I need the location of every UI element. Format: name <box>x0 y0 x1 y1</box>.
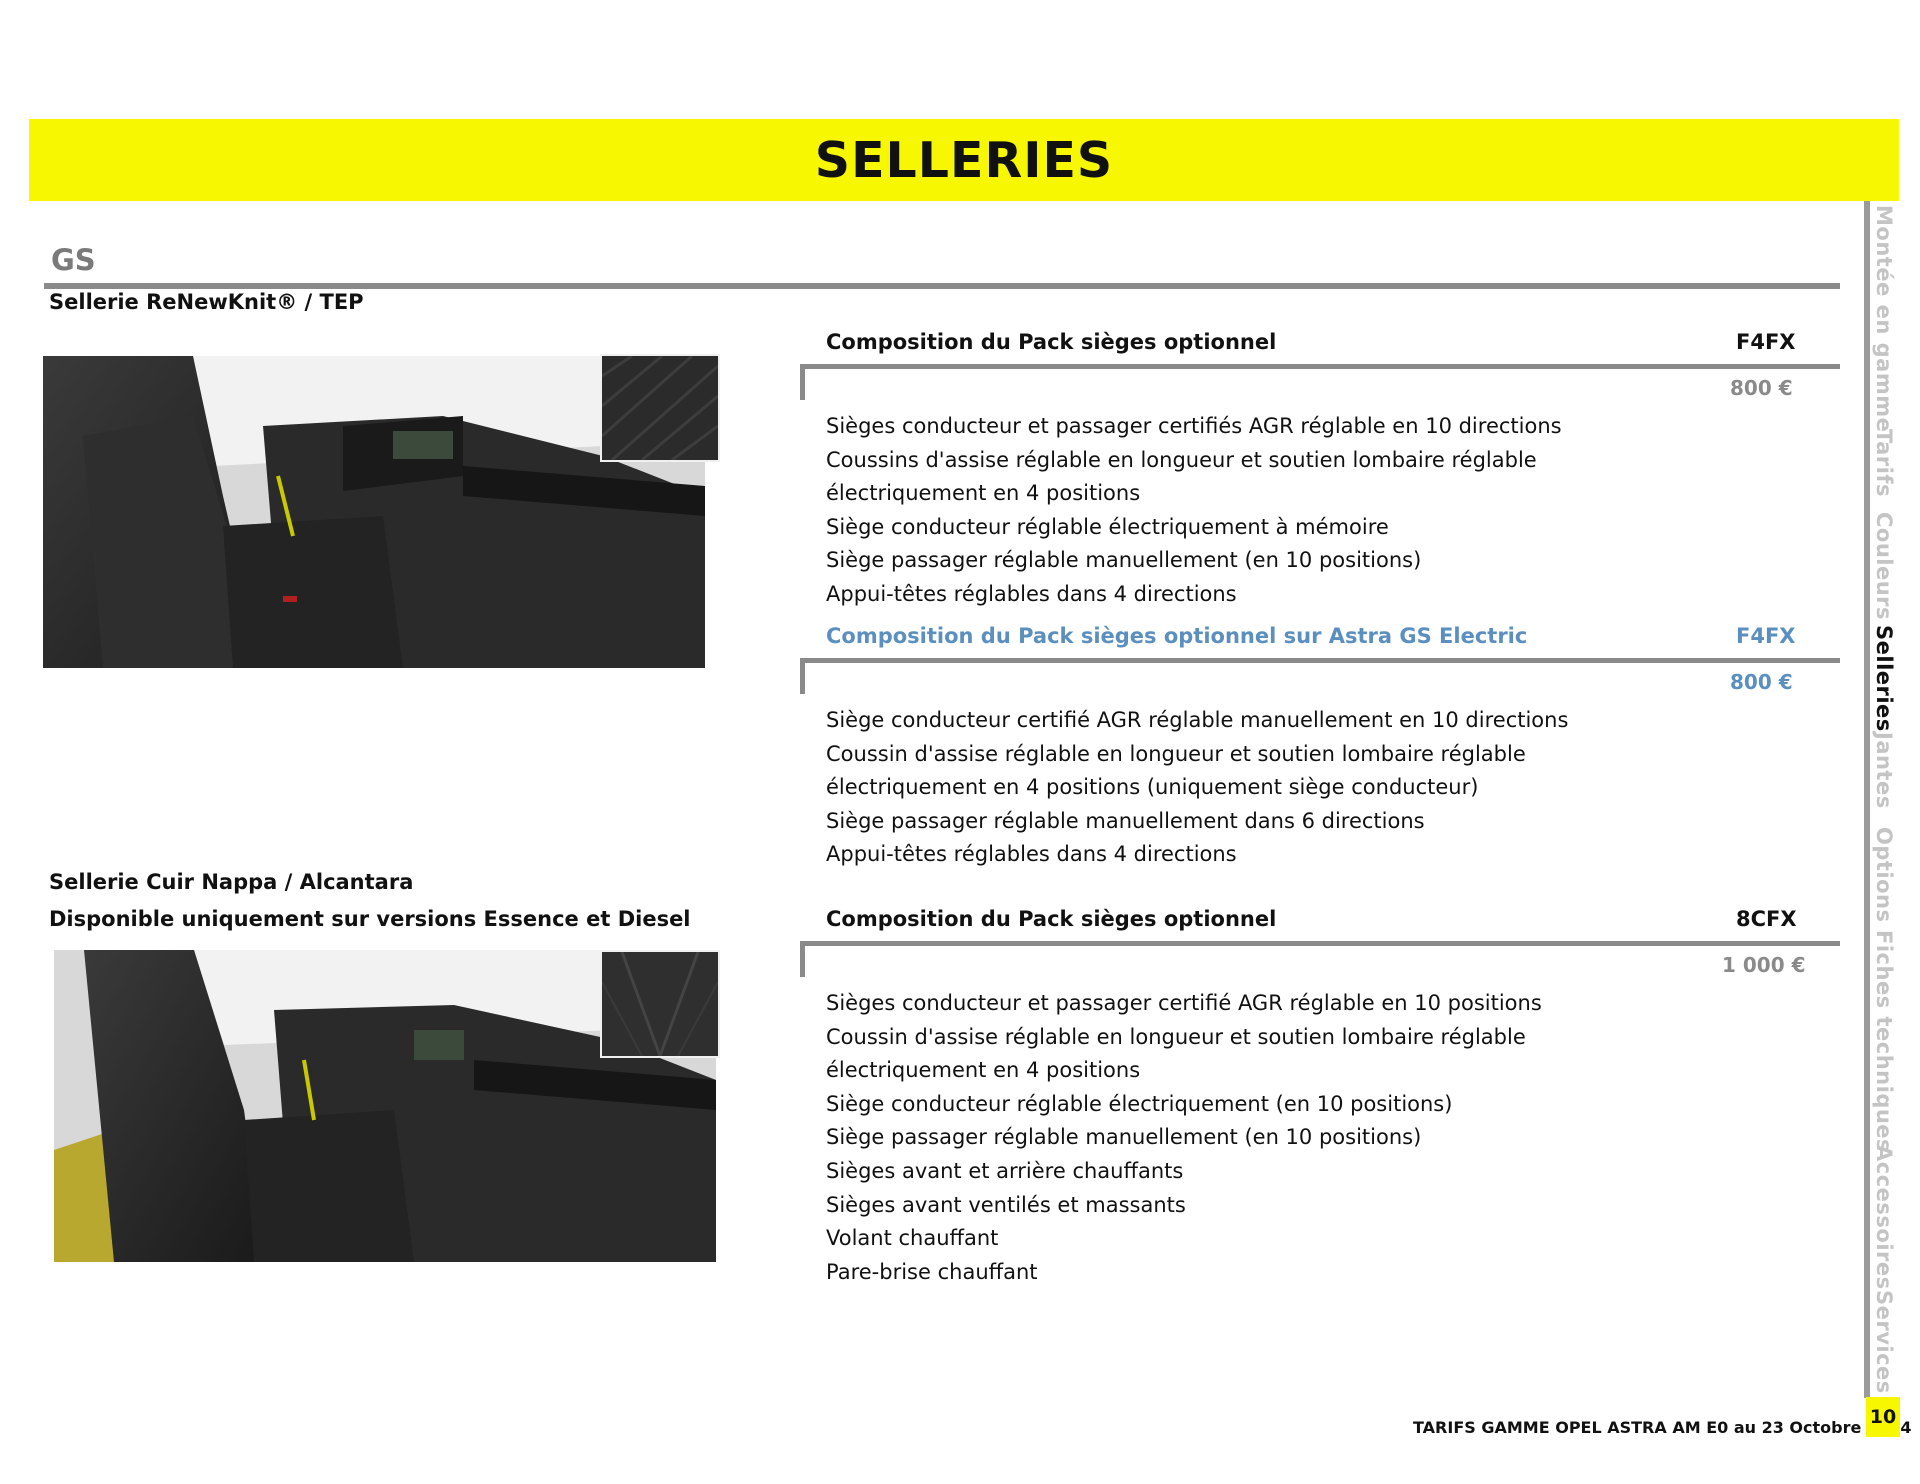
pack-divider-tick <box>800 941 805 977</box>
pack-item: Sièges avant ventilés et massants <box>826 1192 1186 1217</box>
interior-photo-renewknit <box>43 356 705 668</box>
pack-item: électriquement en 4 positions <box>826 1058 1141 1083</box>
pack-item: Appui-têtes réglables dans 4 directions <box>826 842 1237 867</box>
pack-item: Sièges conducteur et passager certifiés … <box>826 414 1562 438</box>
upholstery-label-renewknit: Sellerie ReNewKnit® / TEP <box>49 290 364 314</box>
section-divider <box>44 283 1840 289</box>
pack-divider <box>800 658 1840 663</box>
sidebar-item-montee-en-gamme[interactable]: Montée en gamme <box>1872 205 1896 433</box>
pack-items: Sièges conducteur et passager certifié A… <box>826 987 1542 1289</box>
pack-price: 1 000 € <box>1722 953 1806 977</box>
pack-item: Siège passager réglable manuellement dan… <box>826 808 1425 833</box>
pack-price: 800 € <box>1730 376 1793 400</box>
seat-pack-8cfx: Composition du Pack sièges optionnel 8CF… <box>800 907 1840 1284</box>
sidebar-item-accessoires[interactable]: Accessoires <box>1872 1145 1896 1290</box>
upholstery-note-nappa: Disponible uniquement sur versions Essen… <box>49 907 691 931</box>
pack-divider <box>800 364 1840 369</box>
pack-title: Composition du Pack sièges optionnel sur… <box>826 624 1528 648</box>
pack-item: Appui-têtes réglables dans 4 directions <box>826 581 1237 606</box>
pack-item: Sièges avant et arrière chauffants <box>826 1158 1184 1183</box>
pack-code: F4FX <box>1736 330 1796 354</box>
sidebar-item-jantes[interactable]: Jantes <box>1872 732 1896 809</box>
pack-title: Composition du Pack sièges optionnel <box>826 907 1277 931</box>
footer-text: TARIFS GAMME OPEL ASTRA AM E0 au 23 Octo… <box>1413 1418 1912 1437</box>
pack-price: 800 € <box>1730 670 1793 694</box>
page-number: 10 <box>1866 1397 1900 1437</box>
pack-code: 8CFX <box>1736 907 1797 931</box>
section-title: GS <box>51 243 96 277</box>
pack-item: Pare-brise chauffant <box>826 1259 1038 1284</box>
pack-item: électriquement en 4 positions (uniquemen… <box>826 775 1479 800</box>
sidebar-item-fiches-techniques[interactable]: Fiches techniques <box>1872 930 1896 1153</box>
leather-swatch-nappa <box>600 950 720 1058</box>
pack-divider-tick <box>800 364 805 400</box>
pack-item: Siège passager réglable manuellement (en… <box>826 548 1422 573</box>
sidebar-item-couleurs[interactable]: Couleurs <box>1872 512 1896 621</box>
upholstery-label-nappa: Sellerie Cuir Nappa / Alcantara <box>49 870 414 894</box>
page-title: SELLERIES <box>814 131 1114 189</box>
pack-item: Coussin d'assise réglable en longueur et… <box>826 1024 1526 1049</box>
sidebar-item-services[interactable]: Services <box>1872 1290 1896 1394</box>
header-banner: SELLERIES <box>29 119 1899 201</box>
pack-item: Siège conducteur réglable électriquement… <box>826 1091 1453 1116</box>
seat-pack-f4fx-electric: Composition du Pack sièges optionnel sur… <box>800 624 1840 866</box>
pack-item: Volant chauffant <box>826 1226 999 1251</box>
pack-items: Siège conducteur certifié AGR réglable m… <box>826 704 1568 872</box>
pack-code: F4FX <box>1736 624 1796 648</box>
pack-divider-tick <box>800 658 805 694</box>
pack-item: Siège conducteur réglable électriquement… <box>826 514 1389 539</box>
sidebar-item-selleries[interactable]: Selleries <box>1872 625 1896 732</box>
seat-pack-f4fx: Composition du Pack sièges optionnel F4F… <box>800 330 1840 606</box>
sidebar-item-tarifs[interactable]: Tarifs <box>1872 429 1896 497</box>
pack-item: Siège passager réglable manuellement (en… <box>826 1125 1422 1150</box>
pack-item: Coussins d'assise réglable en longueur e… <box>826 447 1537 472</box>
pack-item: Sièges conducteur et passager certifié A… <box>826 991 1542 1015</box>
pack-divider <box>800 941 1840 946</box>
sidebar-nav: Montée en gamme Tarifs Couleurs Sellerie… <box>1872 205 1906 1395</box>
sidebar-rail <box>1864 201 1870 1398</box>
pack-items: Sièges conducteur et passager certifiés … <box>826 410 1562 612</box>
pack-item: Coussin d'assise réglable en longueur et… <box>826 741 1526 766</box>
fabric-swatch-renewknit <box>600 354 720 462</box>
pack-title: Composition du Pack sièges optionnel <box>826 330 1277 354</box>
pack-item: électriquement en 4 positions <box>826 481 1141 506</box>
sidebar-item-options[interactable]: Options <box>1872 827 1896 923</box>
pack-item: Siège conducteur certifié AGR réglable m… <box>826 708 1569 732</box>
